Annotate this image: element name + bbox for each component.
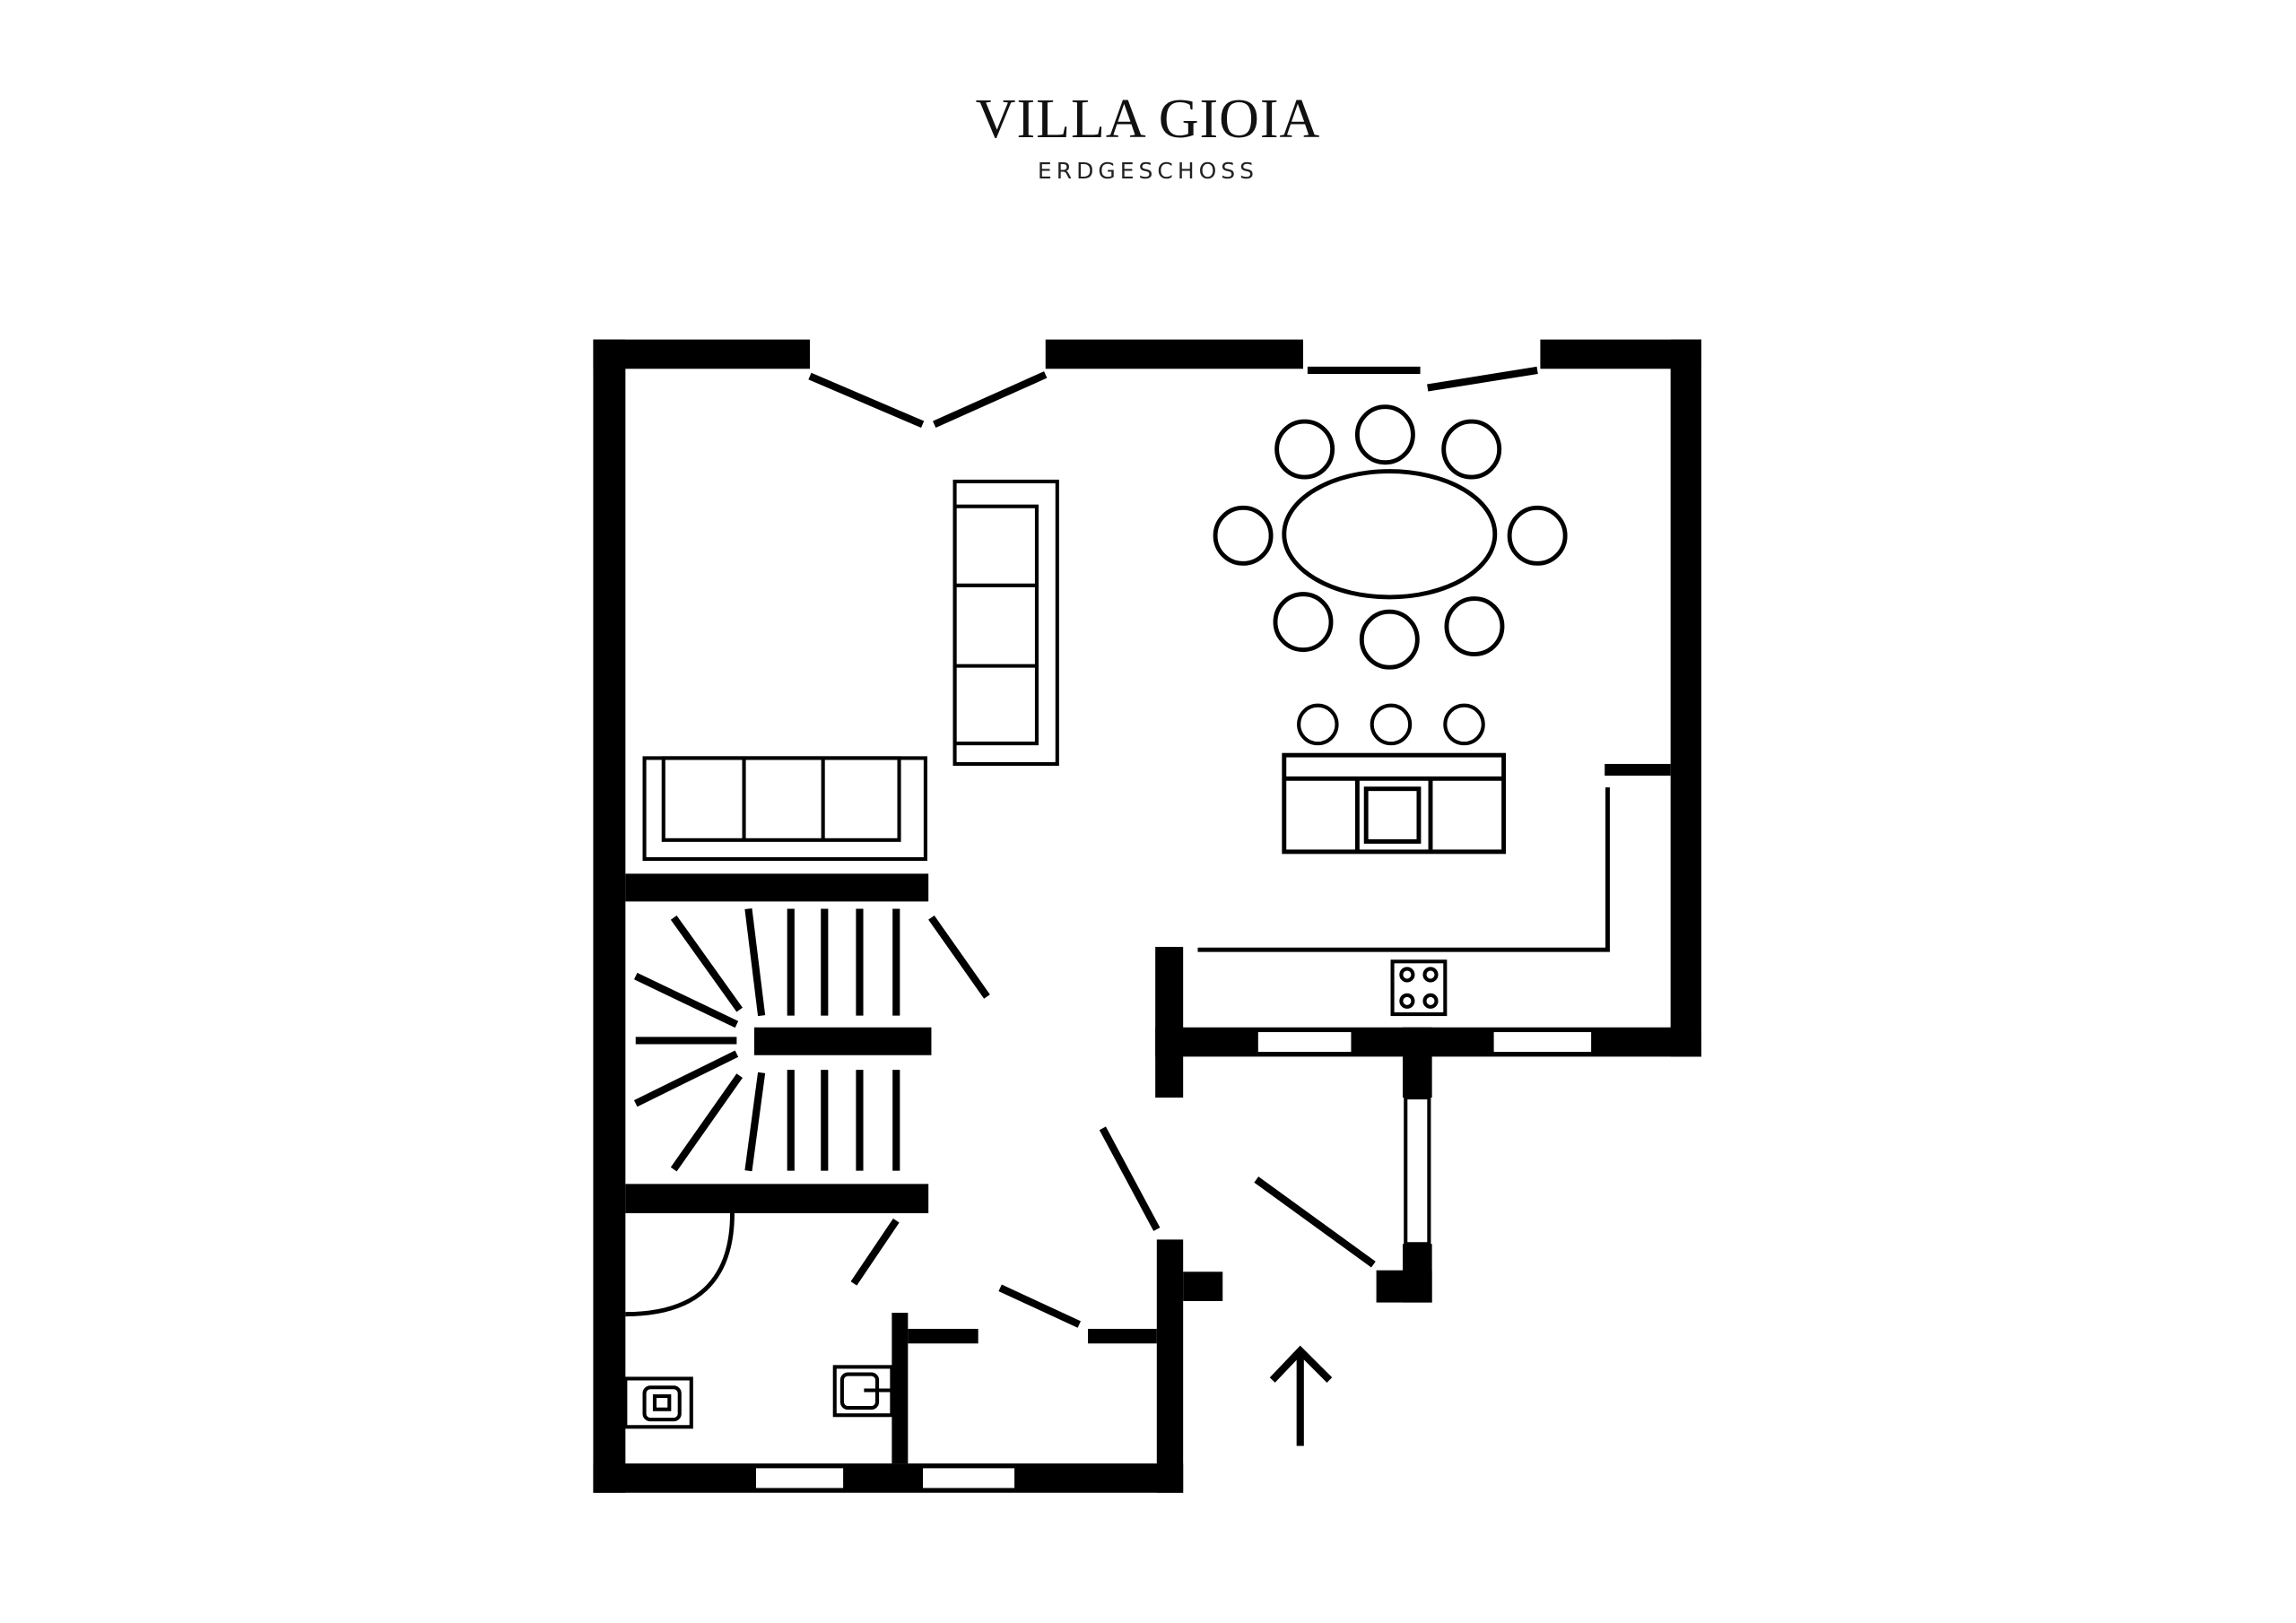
sofa-vertical [952,479,1059,766]
staircase [625,873,932,1214]
kitchen-counter [1197,787,1610,1017]
outer-walls [593,339,1701,1493]
wc-walls [891,1312,1157,1464]
dining-table [1213,404,1568,670]
arrow-up-icon [1269,1345,1333,1446]
floor-label: ERDGESCHOSS [1037,158,1259,184]
windows [752,1028,1596,1492]
kitchen-island [1282,703,1507,855]
plan-title: VILLA GIOIA [975,89,1321,150]
doors [625,366,1538,1328]
wc-fixtures [623,1365,894,1429]
sofa-horizontal [642,756,927,862]
